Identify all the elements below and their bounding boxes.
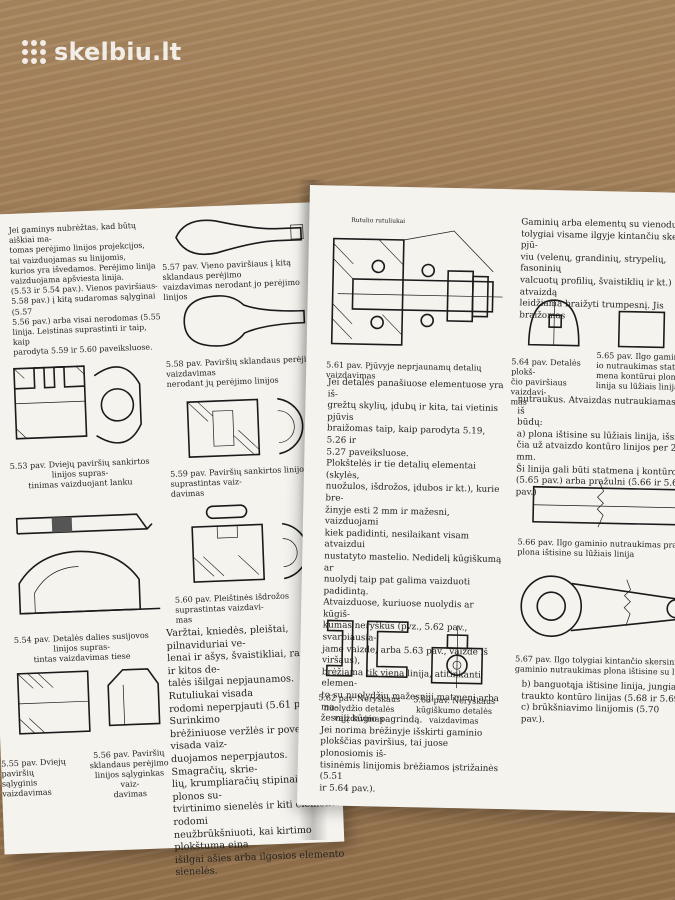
left-page: Jei gaminys nubrėžtas, kad būtų aiškiai …: [0, 201, 344, 878]
watermark: skelbiu.lt: [22, 38, 181, 66]
figure-5-62-5-63: [325, 619, 484, 689]
figure-5-64-5-65: [527, 299, 666, 349]
text-line: ir 5.64 pav.).: [319, 783, 376, 795]
figure-5-58: [183, 295, 306, 347]
figure-5-55-5-56: [16, 668, 161, 735]
watermark-text: skelbiu.lt: [54, 38, 182, 66]
figure-5-66: [532, 480, 675, 528]
figure-5-57: [175, 219, 304, 256]
right-page: Rutulio rutuliukai 5.61 pav. Pjūvyje nep…: [297, 185, 675, 814]
right-col2-text-c: b) banguotąja ištisine linija, jungiant …: [521, 680, 675, 730]
figure-5-61: [330, 230, 503, 346]
text-line: žinyje esti 2 mm ir mažesni, vaizduojami: [324, 504, 450, 528]
figure-5-67: [520, 575, 675, 637]
watermark-dots-icon: [22, 40, 46, 64]
figure-5-54: [15, 513, 161, 615]
right-mid-text: Jei detalės panašiuose elementuose yra i…: [319, 377, 508, 798]
text-line: plokščias paviršius, tai juose plonosiom…: [319, 736, 449, 760]
caption-5-53: 5.53 pav. Dviejų paviršių sankirtos lini…: [9, 456, 150, 491]
caption-5-65: 5.65 pav. Ilgo gamin-io nutraukimas stat…: [595, 351, 675, 392]
text-line: braižomas taip, kaip parodyta 5.19, 5.26…: [326, 423, 486, 446]
figure-5-59: [186, 397, 304, 458]
figure-5-53: [13, 365, 142, 444]
caption-5-67: 5.67 pav. Ilgo tolygiai kintančio skersi…: [514, 654, 675, 678]
